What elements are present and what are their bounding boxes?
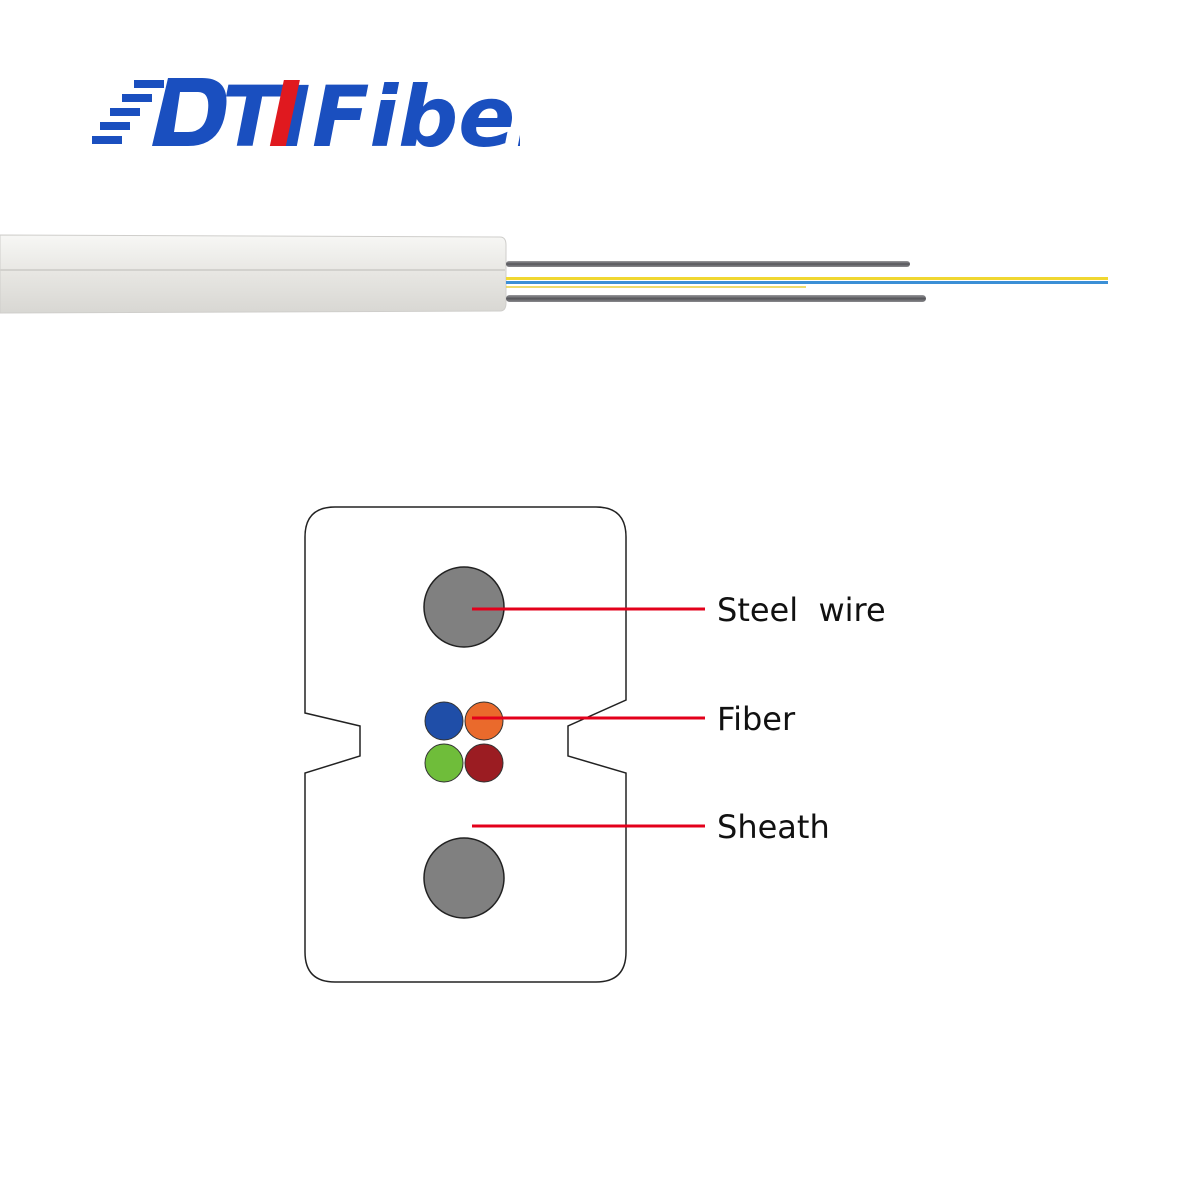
upper-steel-wire: [506, 261, 910, 267]
upper-steel-wire-circle: [423, 566, 505, 648]
logo-fiber-text: Fiber: [312, 70, 520, 160]
sheath-outline: [304, 506, 627, 983]
cable-photo: [0, 234, 1108, 314]
cable-cross-section-diagram: Steel wire Fiber Sheath: [304, 506, 886, 983]
lower-steel-wire-circle: [423, 837, 505, 919]
lower-steel-wire: [506, 295, 926, 302]
logo-mark-icon: [92, 78, 227, 146]
steel-wire-label: Steel wire: [717, 591, 886, 629]
second-yellow-fiber: [506, 286, 806, 288]
fiber-orange: [464, 701, 504, 741]
fiber-label: Fiber: [717, 700, 796, 738]
dtifiber-logo: TI Fiber: [92, 70, 520, 160]
logo-red-slash: [269, 80, 300, 146]
fiber-red: [464, 743, 504, 783]
cable-jacket: [0, 234, 507, 314]
sheath-label: Sheath: [717, 808, 830, 846]
fiber-green: [424, 743, 464, 783]
yellow-fiber: [506, 277, 1108, 280]
fiber-blue: [424, 701, 464, 741]
blue-fiber: [506, 281, 1108, 284]
